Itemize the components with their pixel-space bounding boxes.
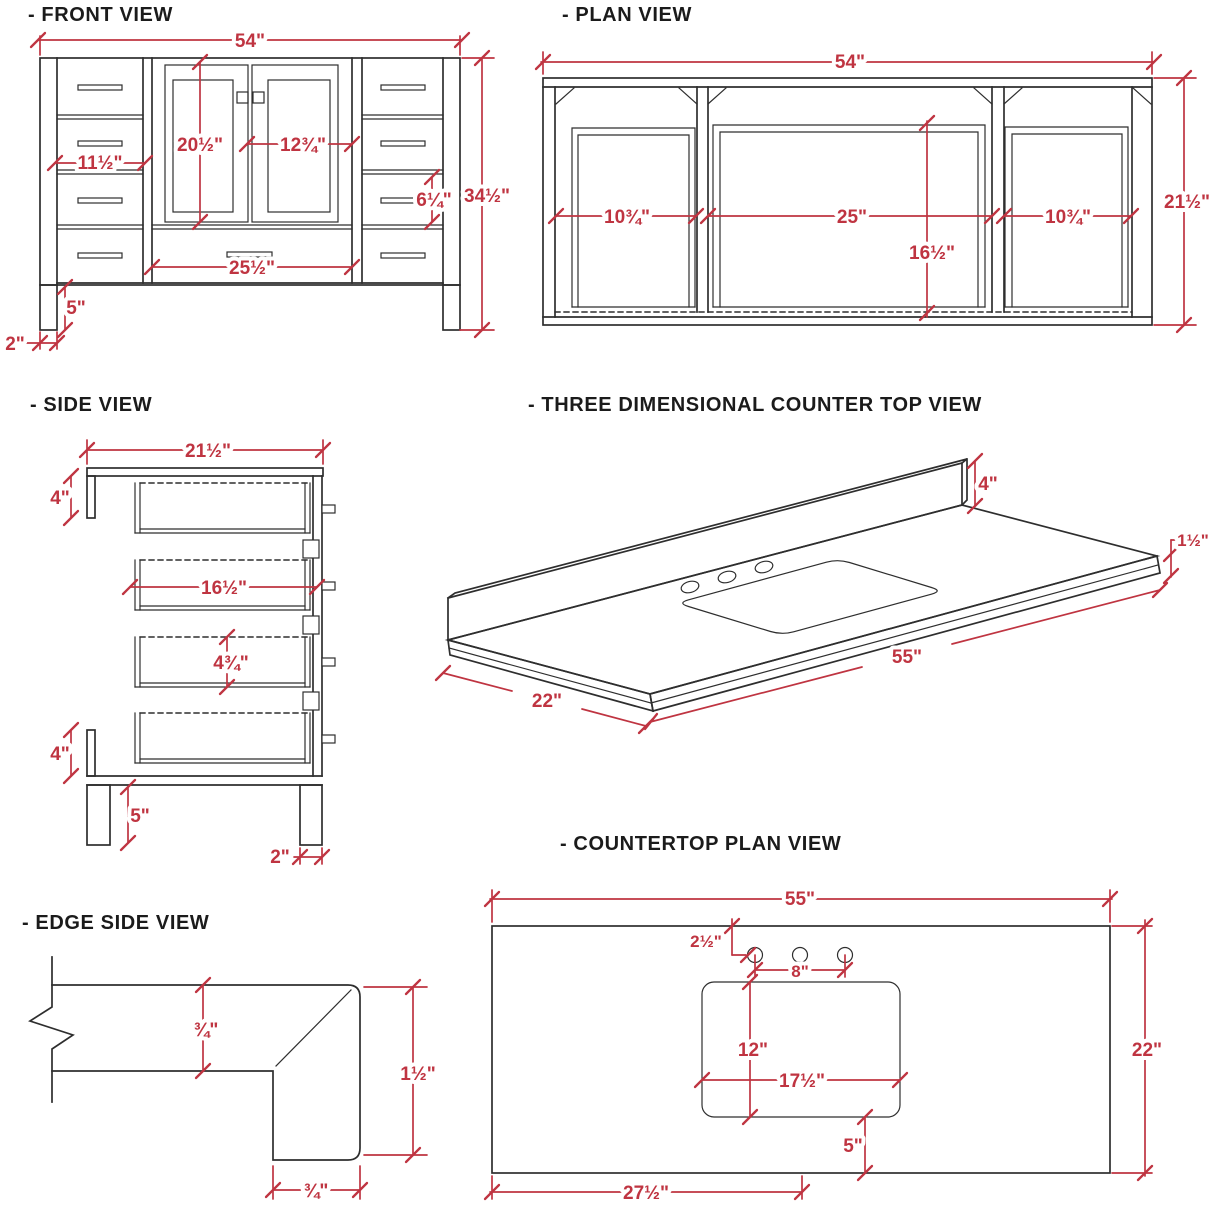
front-dim-leg-height: 5" [66, 298, 86, 319]
plan-view-drawing: 54" 10¾" 25" 10¾" 16½" 21½" [534, 48, 1214, 334]
side-dim-drawer-depth: 16½" [201, 578, 247, 599]
front-view-title: - FRONT VIEW [28, 4, 173, 26]
cplan-dim-length: 55" [785, 889, 815, 910]
counter-3d-body [444, 458, 1161, 713]
plan-cabinet-outline [542, 77, 1153, 326]
side-drawer-boxes [134, 482, 311, 764]
front-view-drawing: 54" 20½" 12¾" 11½" 6¼" 34½" 25½" 5" 2" [1, 27, 514, 359]
edge-dim-edge-height: 1½" [400, 1064, 435, 1085]
front-dim-door-height: 20½" [177, 135, 223, 156]
edge-dimensions: ¾" 1½" ¾" [190, 976, 440, 1206]
front-dim-center-width: 25½" [229, 258, 275, 279]
plan-dim-right-opening: 10¾" [1045, 207, 1091, 228]
cplan-dim-faucet-spacing: 8" [791, 962, 809, 981]
plan-dim-overall-depth: 21½" [1164, 192, 1210, 213]
side-cabinet-outline [86, 467, 324, 846]
edge-side-view-title: - EDGE SIDE VIEW [22, 912, 210, 934]
side-dim-overall-depth: 21½" [185, 441, 231, 462]
front-dim-doors-width: 12¾" [280, 135, 326, 156]
cplan-dim-sink-width: 17½" [779, 1071, 825, 1092]
edge-dim-slab-thickness: ¾" [194, 1020, 219, 1041]
front-dim-overall-width: 54" [235, 31, 265, 52]
front-dim-drawer-height: 6¼" [416, 190, 451, 211]
front-dimensions: 54" 20½" 12¾" 11½" 6¼" 34½" 25½" 5" 2" [1, 27, 514, 359]
front-dim-leg-width: 2" [5, 334, 25, 355]
plan-dim-overall-width: 54" [835, 52, 865, 73]
side-drawer-dashed-tops [139, 482, 309, 714]
plan-dim-inner-depth: 16½" [909, 243, 955, 264]
plan-dim-left-opening: 10¾" [604, 207, 650, 228]
front-dim-overall-height: 34½" [464, 186, 510, 207]
countertop-plan-drawing: 55" 2½" 8" 12" 17½" 22" 5" 27½" [483, 885, 1166, 1207]
side-dim-drawer-height: 4¾" [213, 653, 248, 674]
cplan-dim-sink-depth: 12" [738, 1040, 768, 1061]
countertop-plan-dimensions: 55" 2½" 8" 12" 17½" 22" 5" 27½" [483, 885, 1166, 1207]
counter3d-dim-backsplash: 4" [978, 474, 998, 495]
side-dim-leg-height: 5" [130, 806, 150, 827]
edge-side-drawing: ¾" 1½" ¾" [28, 956, 440, 1206]
counter-3d-drawing: 4" 1½" 55" 22" [434, 452, 1213, 735]
side-dim-top-stile: 4" [50, 488, 70, 509]
front-left-drawer-stack [56, 84, 144, 259]
side-dim-leg-depth: 2" [270, 847, 290, 868]
faucet-holes-3d [680, 560, 774, 594]
side-dimensions: 21½" 4" 16½" 4¾" 4" 5" 2" [46, 437, 332, 872]
plan-view-title: - PLAN VIEW [562, 4, 692, 26]
sink-cutout-plan [701, 981, 901, 1118]
front-cabinet-outline [39, 57, 461, 331]
door-handle-left [236, 91, 249, 104]
counter-3d-dimensions: 4" 1½" 55" 22" [434, 452, 1213, 735]
plan-dimensions: 54" 10¾" 25" 10¾" 16½" 21½" [534, 48, 1214, 334]
counter-3d-view-title: - THREE DIMENSIONAL COUNTER TOP VIEW [528, 394, 982, 416]
faucet-holes-plan [746, 946, 854, 964]
edge-profile [28, 956, 361, 1161]
edge-dim-lip-depth: ¾" [304, 1181, 329, 1202]
counter3d-dim-depth: 22" [532, 691, 562, 712]
cplan-dim-depth: 22" [1132, 1040, 1162, 1061]
cplan-dim-sink-to-front: 5" [843, 1136, 863, 1157]
front-dim-drawer-width: 11½" [78, 153, 123, 174]
side-view-title: - SIDE VIEW [30, 394, 153, 416]
counter3d-dim-thickness: 1½" [1177, 531, 1209, 550]
countertop-outline [491, 925, 1111, 1174]
side-dim-bottom-stile: 4" [50, 744, 70, 765]
side-view-drawing: 21½" 4" 16½" 4¾" 4" 5" 2" [46, 437, 336, 872]
counter3d-dim-length: 55" [892, 647, 922, 668]
cplan-dim-faucet-offset: 2½" [690, 932, 722, 951]
plan-corner-braces [555, 87, 1152, 105]
cplan-dim-sink-center: 27½" [623, 1183, 669, 1204]
door-handle-right [252, 91, 265, 104]
sink-cutout-3d [682, 560, 938, 634]
plan-dim-center-opening: 25" [837, 207, 867, 228]
front-right-drawer-stack [361, 84, 444, 259]
side-drawer-slides [302, 504, 336, 744]
front-bottom-drawer [151, 224, 353, 258]
countertop-plan-view-title: - COUNTERTOP PLAN VIEW [560, 833, 842, 855]
